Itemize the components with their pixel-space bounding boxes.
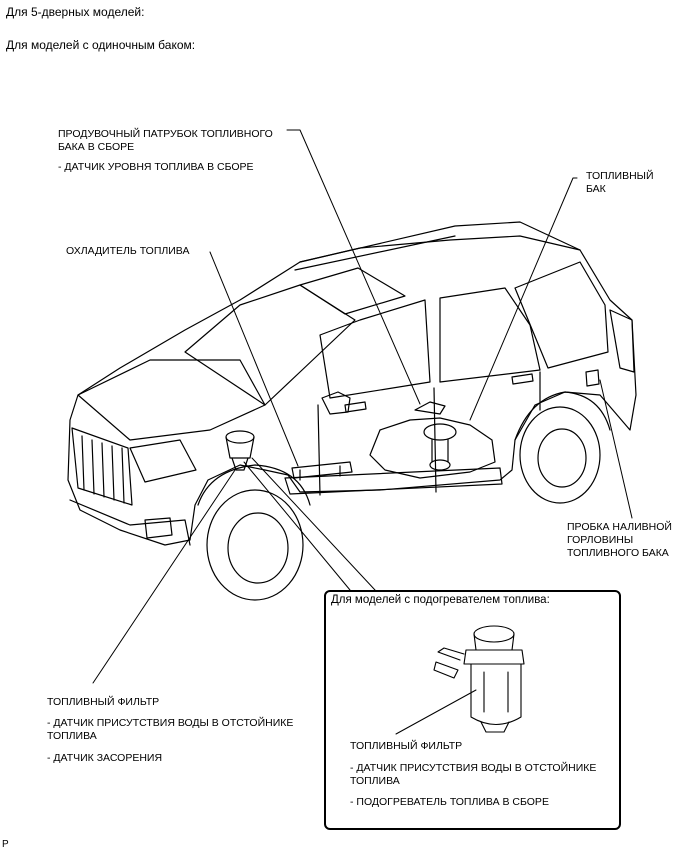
inset-fuel-filter-leader <box>395 689 477 735</box>
label-filler-cap: ПРОБКА НАЛИВНОЙ ГОРЛОВИНЫ ТОПЛИВНОГО БАК… <box>567 521 672 559</box>
inset-label-fuel-filter: ТОПЛИВНЫЙ ФИЛЬТР <box>350 740 463 752</box>
fuel-cooler-drawing <box>291 461 353 481</box>
leader-lines <box>92 129 633 684</box>
label-clog-sensor: - ДАТЧИК ЗАСОРЕНИЯ <box>47 752 163 764</box>
label-fuel-level-sensor: - ДАТЧИК УРОВНЯ ТОПЛИВА В СБОРЕ <box>58 161 254 173</box>
filler-cap-leader <box>599 379 633 519</box>
figure-code: P <box>2 839 9 850</box>
label-fuel-filter: ТОПЛИВНЫЙ ФИЛЬТР <box>47 696 160 708</box>
header-models-5door: Для 5-дверных моделей: <box>6 5 145 19</box>
purge-pipe-leader <box>286 129 421 405</box>
fuel-filter-leader <box>92 469 236 684</box>
inset-label-heater: - ПОДОГРЕВАТЕЛЬ ТОПЛИВА В СБОРЕ <box>350 796 549 808</box>
header-single-tank: Для моделей с одиночным баком: <box>6 38 196 52</box>
label-purge-pipe: ПРОДУВОЧНЫЙ ПАТРУБОК ТОПЛИВНОГО БАКА В С… <box>58 128 273 153</box>
inset-title: Для моделей с подогревателем топлива: <box>331 594 550 606</box>
fuel-tank-drawing <box>369 401 496 479</box>
label-fuel-tank: ТОПЛИВНЫЙ БАК <box>586 170 654 195</box>
inset-heater-models: Для моделей с подогревателем топлива: ТО… <box>324 590 621 830</box>
label-water-sensor: - ДАТЧИК ПРИСУТСТВИЯ ВОДЫ В ОТСТОЙНИКЕ Т… <box>47 717 294 742</box>
fuel-tank-leader <box>469 177 578 421</box>
fuel-filter-on-car-drawing <box>225 430 255 471</box>
car-body-outline <box>67 221 637 601</box>
inset-fuel-filter-drawing <box>395 625 525 735</box>
inset-pointer-line-b <box>251 457 376 591</box>
inset-label-water-sensor: - ДАТЧИК ПРИСУТСТВИЯ ВОДЫ В ОТСТОЙНИКЕ Т… <box>350 762 597 787</box>
label-fuel-cooler: ОХЛАДИТЕЛЬ ТОПЛИВА <box>66 245 190 257</box>
fuel-cooler-leader <box>209 251 299 467</box>
inset-pointer-line-a <box>243 461 351 591</box>
